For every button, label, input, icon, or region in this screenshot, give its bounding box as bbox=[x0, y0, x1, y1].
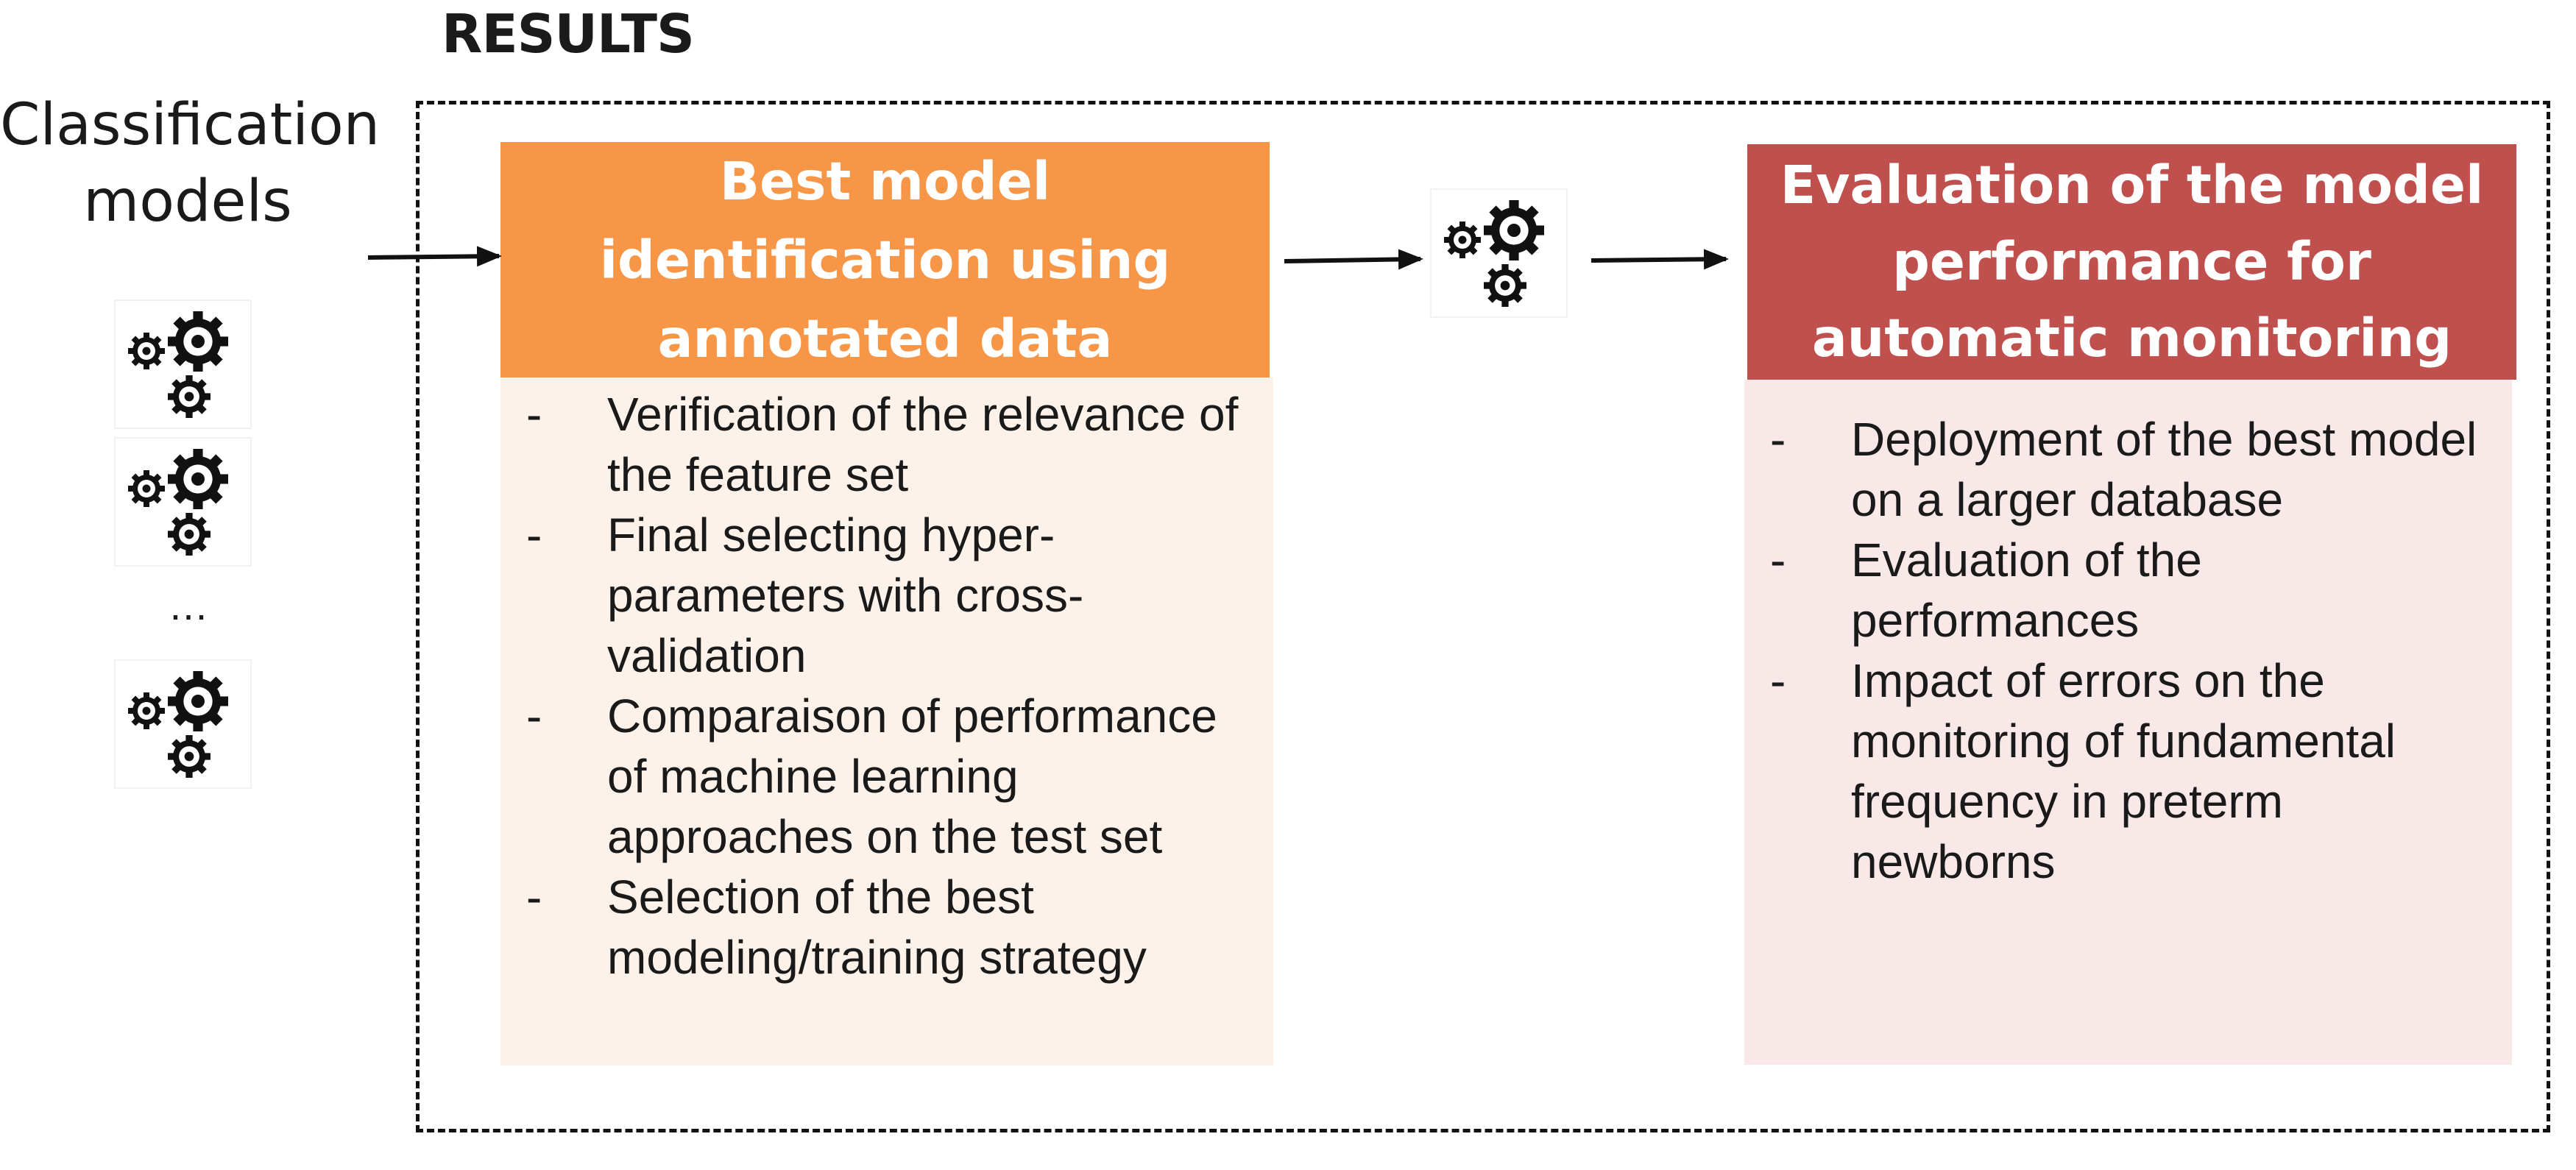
best-model-title: Best model identification using annotate… bbox=[500, 142, 1270, 377]
gears-icon bbox=[1432, 190, 1566, 316]
gears-icon bbox=[116, 439, 250, 565]
evaluation-title: Evaluation of the model performance for … bbox=[1747, 144, 2516, 380]
best-model-item: Verification of the relevance of the fea… bbox=[500, 384, 1244, 505]
evaluation-item: Evaluation of the performances bbox=[1744, 530, 2488, 650]
best-model-item: Comparaison of performance of machine le… bbox=[500, 686, 1244, 867]
evaluation-item: Deployment of the best model on a larger… bbox=[1744, 409, 2488, 530]
best-model-item: Selection of the best modeling/training … bbox=[500, 867, 1244, 988]
evaluation-list: Deployment of the best model on a larger… bbox=[1744, 409, 2488, 892]
arrow-to-gears bbox=[1284, 249, 1423, 270]
ellipsis: ... bbox=[169, 582, 209, 628]
evaluation-item: Impact of errors on the monitoring of fu… bbox=[1744, 650, 2488, 892]
best-model-item: Final selecting hyper-parameters with cr… bbox=[500, 505, 1244, 686]
gears-icon bbox=[116, 661, 250, 787]
gears-icon bbox=[116, 301, 250, 428]
best-model-list: Verification of the relevance of the fea… bbox=[500, 384, 1244, 988]
classification-models-label: Classification models bbox=[0, 92, 381, 235]
results-title: RESULTS bbox=[442, 3, 695, 65]
arrow-to-evaluation bbox=[1590, 249, 1729, 270]
results-dashed-frame bbox=[416, 101, 2550, 1132]
arrow-to-best-model bbox=[367, 246, 502, 267]
